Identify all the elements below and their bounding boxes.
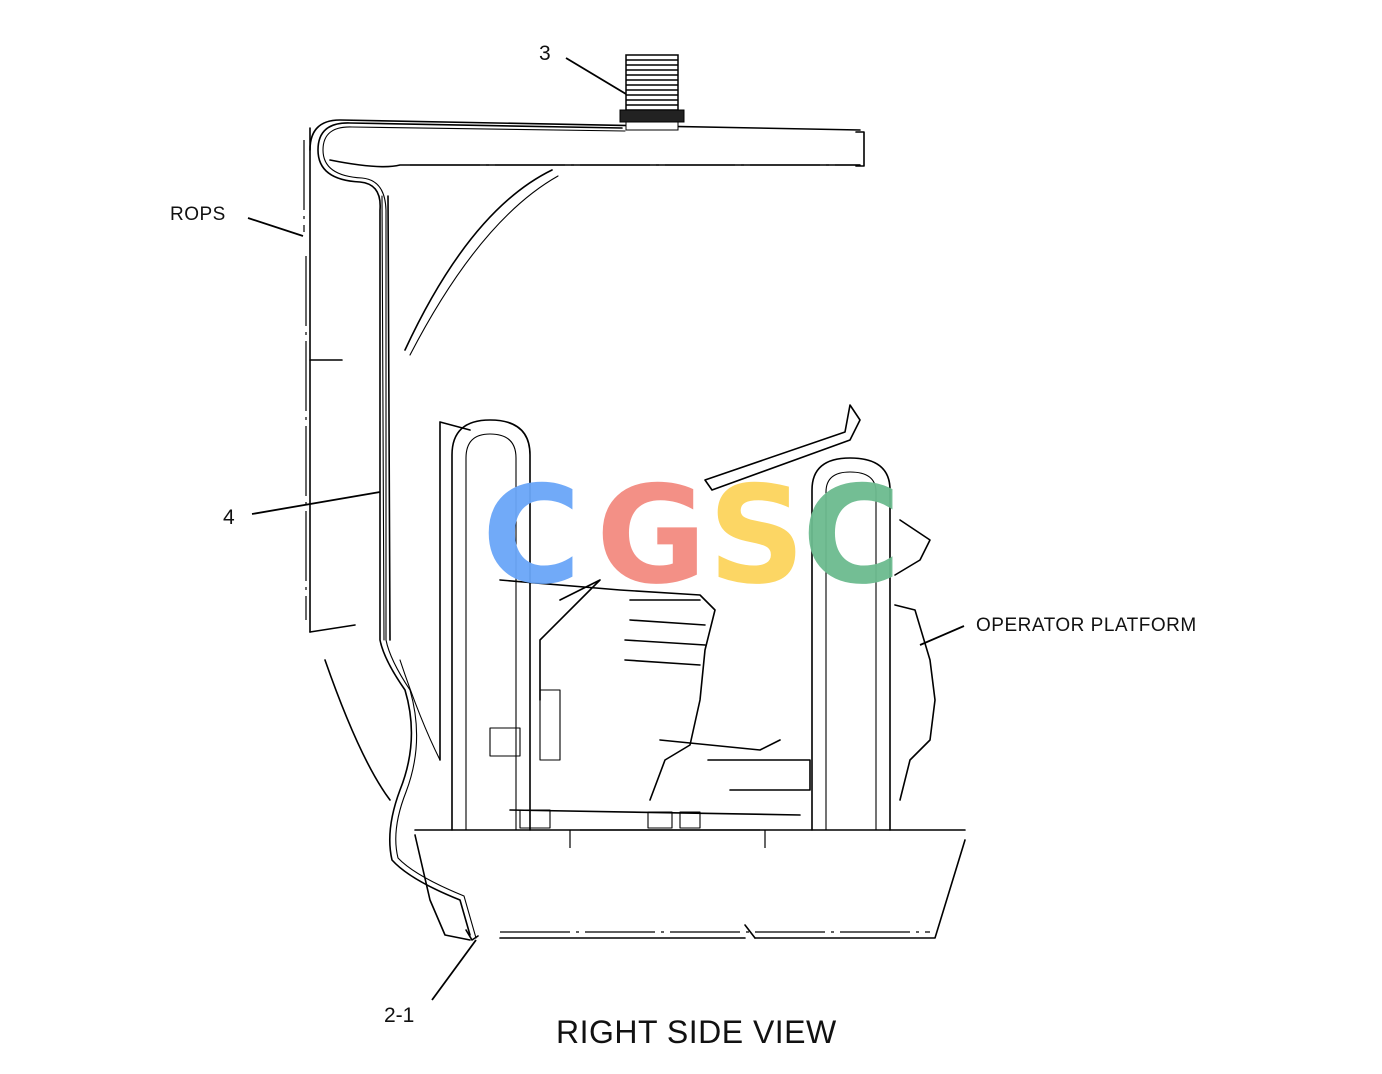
watermark-letter-4: C — [802, 457, 901, 614]
operator-platform — [414, 404, 966, 941]
wiring-harness — [317, 122, 626, 941]
watermark-letter-3: S — [708, 457, 805, 614]
label-operator-platform: OPERATOR PLATFORM — [976, 615, 1197, 636]
leader-platform — [919, 625, 965, 646]
label-rops: ROPS — [170, 204, 226, 225]
leader-2-1 — [431, 939, 477, 1001]
leader-3 — [565, 57, 627, 95]
callout-2-1: 2-1 — [384, 1004, 414, 1027]
rops-frame — [303, 119, 865, 801]
view-title: RIGHT SIDE VIEW — [556, 1014, 837, 1050]
callout-3: 3 — [539, 42, 551, 65]
callout-4: 4 — [223, 506, 235, 529]
leader-4 — [251, 491, 381, 515]
watermark-letter-1: C — [482, 457, 581, 614]
watermark-logo: C G S C — [482, 457, 901, 614]
beacon-light — [619, 54, 685, 131]
watermark-letter-2: G — [596, 457, 707, 614]
leader-rops — [247, 217, 304, 237]
